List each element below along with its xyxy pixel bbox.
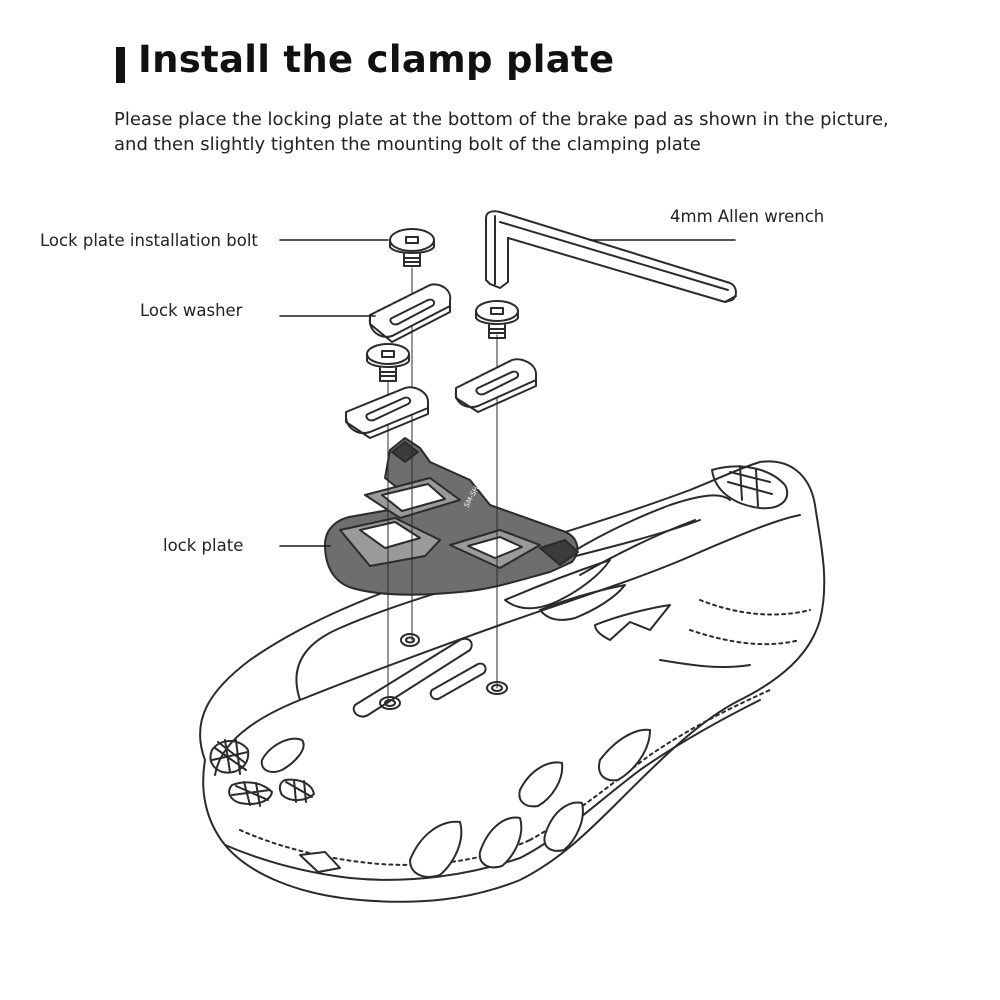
callout-plate-label: lock plate bbox=[163, 536, 244, 555]
callout-washer-label: Lock washer bbox=[140, 301, 243, 320]
bolt-right bbox=[475, 300, 519, 339]
instruction-text: Please place the locking plate at the bo… bbox=[114, 107, 974, 157]
page-title: Install the clamp plate bbox=[138, 38, 615, 81]
bolt-left bbox=[366, 343, 410, 382]
allen-wrench bbox=[485, 210, 737, 303]
lock-washer-right bbox=[454, 358, 537, 413]
bolt-top bbox=[389, 228, 435, 267]
callout-bolt-label: Lock plate installation bolt bbox=[40, 231, 258, 250]
title-accent-bar bbox=[116, 47, 125, 83]
instruction-line-1: Please place the locking plate at the bo… bbox=[114, 109, 889, 130]
callout-wrench-label: 4mm Allen wrench bbox=[670, 207, 825, 226]
lock-washer-top bbox=[368, 283, 452, 343]
shoe-sole bbox=[199, 460, 826, 903]
lock-plate: SM-SH11 bbox=[324, 437, 579, 596]
callout-lines bbox=[279, 239, 736, 547]
lock-washer-left bbox=[345, 386, 429, 439]
instruction-line-2: and then slightly tighten the mounting b… bbox=[114, 134, 701, 155]
